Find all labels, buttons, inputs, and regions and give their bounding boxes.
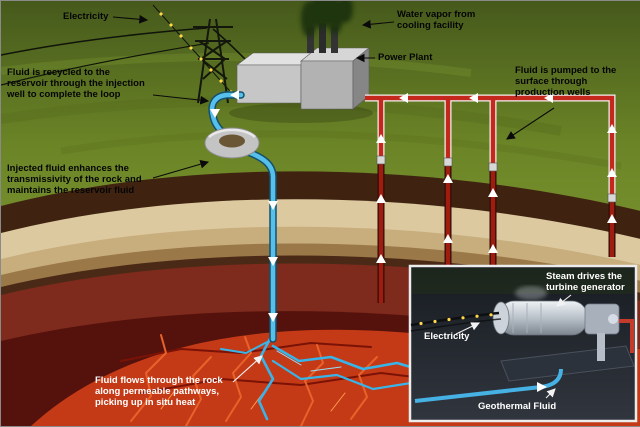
inset-red-pipe <box>619 319 634 353</box>
transmission-tower <box>193 18 233 104</box>
label-fluid-recycled: Fluid is recycled to the reservoir throu… <box>7 67 145 100</box>
leader-water-vapor <box>361 19 395 29</box>
leader-lines <box>112 14 555 383</box>
inset-panel <box>408 264 638 423</box>
label-steam-drives: Steam drives the turbine generator <box>546 271 625 293</box>
production-pipes <box>365 94 616 326</box>
plant-chimneys <box>307 23 338 53</box>
label-fluid-pumped: Fluid is pumped to the surface through p… <box>515 65 617 98</box>
inset-flow-arrow <box>537 382 547 392</box>
leader-fluid-flows <box>232 355 263 383</box>
leader-fluid-recycled <box>152 94 210 105</box>
turbine-generator <box>492 286 620 361</box>
injection-coil <box>204 127 260 159</box>
label-water-vapor: Water vapor from cooling facility <box>397 9 476 31</box>
leader-electricity <box>112 14 149 24</box>
steam-wisp <box>515 286 547 300</box>
label-fluid-flows: Fluid flows through the rock along perme… <box>95 375 223 408</box>
leader-injected-fluid <box>152 159 210 179</box>
inset-cable-lights <box>419 313 493 326</box>
label-electricity: Electricity <box>63 11 109 22</box>
label-injected-fluid: Injected fluid enhances the transmissivi… <box>7 163 142 196</box>
power-lines <box>1 4 248 100</box>
hot-rock-fractures <box>120 334 448 426</box>
label-power-plant: Power Plant <box>378 52 433 63</box>
injection-flow-arrows <box>210 90 278 322</box>
label-geothermal-fluid: Geothermal Fluid <box>478 401 557 412</box>
wellheads <box>376 155 617 203</box>
production-pipes-surface <box>365 95 615 199</box>
smoke-plume <box>301 1 353 37</box>
leader-fluid-pumped <box>506 107 555 140</box>
inset-leader-lines <box>455 294 572 399</box>
label-inset-electricity: Electricity <box>424 331 470 342</box>
power-plant-building <box>236 47 370 110</box>
production-pipes-underground <box>378 161 615 326</box>
